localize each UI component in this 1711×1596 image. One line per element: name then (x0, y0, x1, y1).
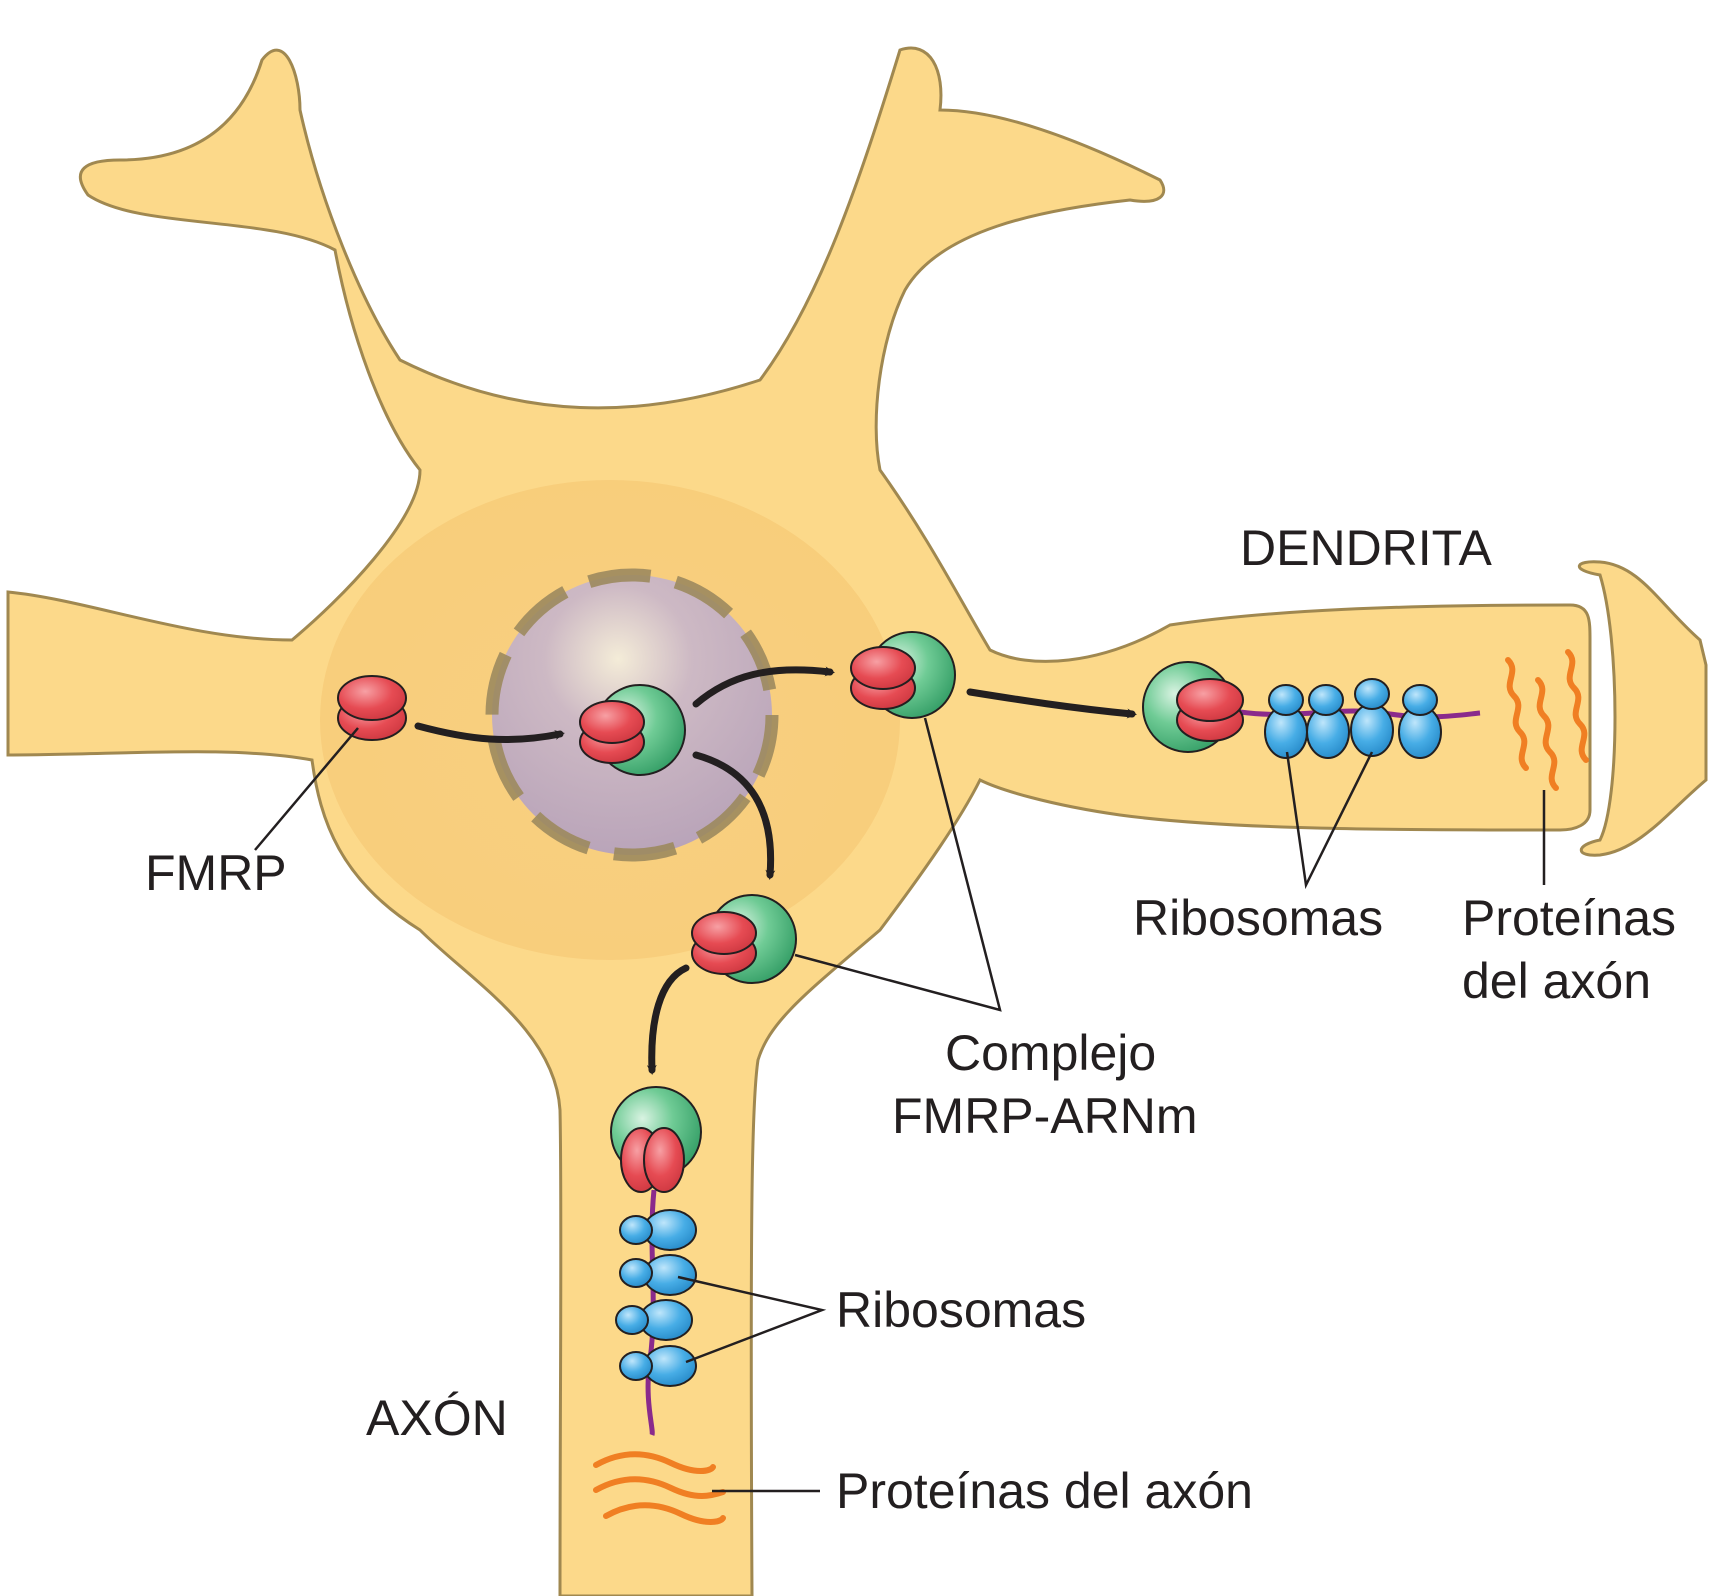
arrow-nucleus-to-cytoplasm (692, 666, 835, 708)
label-ribosomas-axon: Ribosomas (836, 1282, 1086, 1338)
complex-dendrite (1142, 661, 1244, 753)
arrow-fmrp-to-nucleus (414, 722, 565, 744)
label-dendrita: DENDRITA (1240, 520, 1493, 576)
ribosomes-axon (615, 1209, 697, 1387)
arrow-to-dendrite (966, 688, 1137, 719)
synaptic-terminal (1577, 560, 1708, 857)
label-complejo-2: FMRP-ARNm (892, 1088, 1198, 1144)
leader-lines (254, 717, 1546, 1493)
nuclear-envelope (485, 568, 779, 862)
label-proteinas-dendrita-1: Proteínas (1462, 890, 1676, 946)
leader-complejo (794, 717, 1002, 1012)
leader-fmrp (254, 727, 359, 851)
ribosomes-dendrite (1264, 678, 1442, 759)
proteins-axon (593, 1451, 726, 1525)
label-axon: AXÓN (366, 1390, 508, 1446)
label-fmrp: FMRP (145, 845, 287, 901)
transport-arrows (414, 666, 1137, 1075)
arrow-to-axon (646, 964, 690, 1075)
leader-ribosomas-dendrita (1285, 751, 1374, 890)
fmrp-free (337, 675, 407, 741)
label-ribosomas-dendrita: Ribosomas (1133, 890, 1383, 946)
label-proteinas-dendrita-2: del axón (1462, 953, 1651, 1009)
leader-ribosomas-axon (677, 1275, 827, 1364)
label-complejo-1: Complejo (945, 1025, 1156, 1081)
proteins-dendrite (1505, 649, 1589, 791)
arrow-nucleus-to-soma (692, 751, 776, 880)
complex-soma-lower (691, 894, 797, 984)
complex-nucleus (579, 684, 686, 776)
label-proteinas-axon: Proteínas del axón (836, 1463, 1253, 1519)
complex-cytoplasm-upper (850, 631, 956, 719)
complex-axon (610, 1086, 702, 1193)
